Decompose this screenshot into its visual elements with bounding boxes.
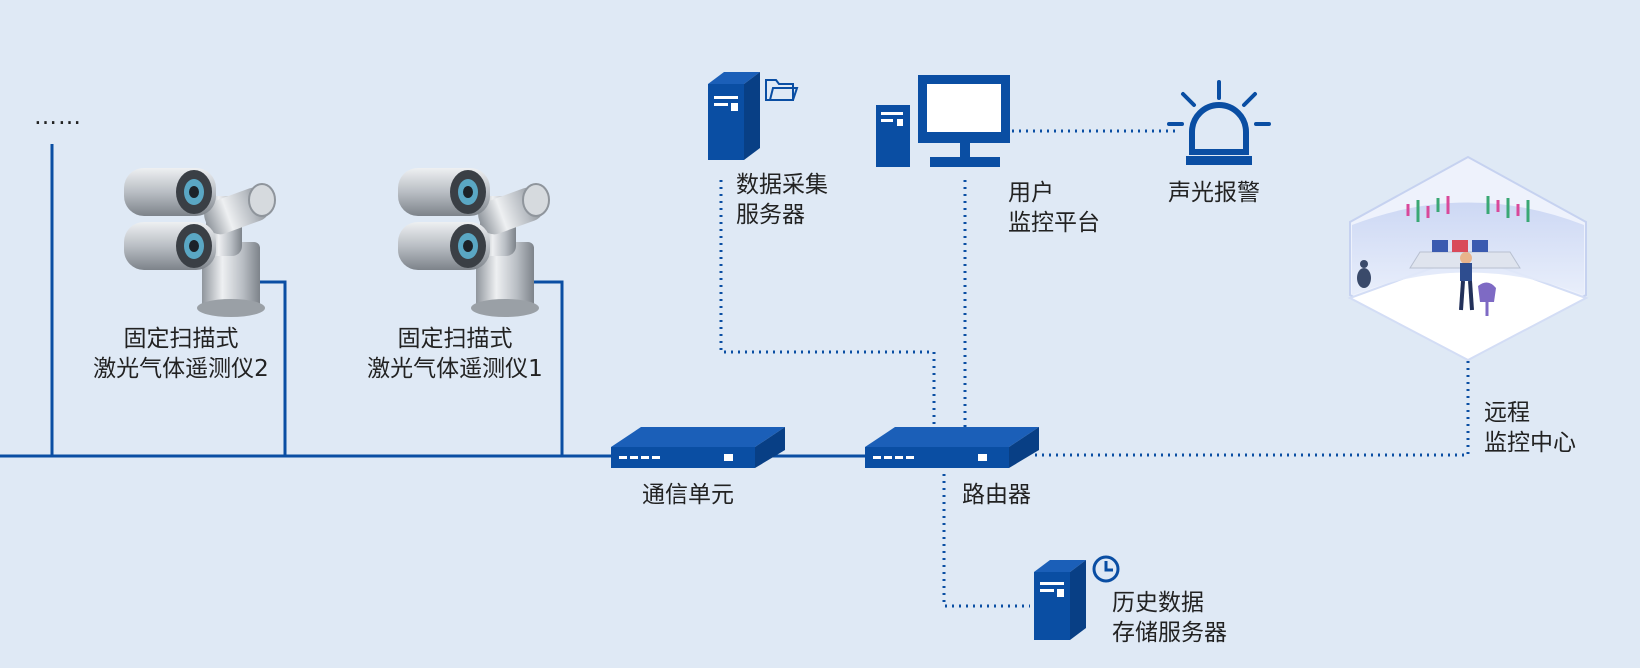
user-platform-label: 用户 监控平台 — [1008, 178, 1100, 238]
dotted-connections — [719, 129, 1470, 608]
alarm-icon — [1167, 80, 1271, 165]
more-devices-indicator: …… — [34, 104, 82, 130]
data-server-label: 数据采集 服务器 — [736, 170, 828, 230]
remote-center-label: 远程 监控中心 — [1484, 398, 1576, 458]
sensor-2-label-line2: 激光气体遥测仪2 — [93, 356, 269, 382]
remote-center-icon — [1347, 155, 1589, 362]
folder-icon — [765, 79, 799, 101]
comm-unit-label: 通信单元 — [642, 482, 734, 508]
sensor-1-label: 固定扫描式 激光气体遥测仪1 — [350, 324, 560, 384]
user-platform-label-line2: 监控平台 — [1008, 210, 1100, 236]
router-icon — [865, 427, 1039, 468]
history-server-label-line2: 存储服务器 — [1112, 620, 1227, 646]
clock-icon — [1092, 555, 1120, 583]
history-server-icon — [1034, 560, 1086, 640]
sensor-2-label: 固定扫描式 激光气体遥测仪2 — [76, 324, 286, 384]
alarm-label: 声光报警 — [1168, 180, 1260, 206]
user-platform-label-line1: 用户 — [1008, 180, 1054, 206]
history-server-label: 历史数据 存储服务器 — [1112, 588, 1227, 648]
remote-center-label-line1: 远程 — [1484, 400, 1530, 426]
history-server-link — [942, 474, 1030, 608]
remote-center-label-line2: 监控中心 — [1484, 430, 1576, 456]
data-server-label-line1: 数据采集 — [736, 172, 828, 198]
sensor-1-label-line2: 激光气体遥测仪1 — [367, 356, 543, 382]
data-server-label-line2: 服务器 — [736, 202, 805, 228]
laser-sensor-1-icon — [398, 168, 550, 317]
sensor-1-label-line1: 固定扫描式 — [397, 326, 513, 352]
laser-sensor-2-icon — [124, 168, 276, 317]
user-platform-icon — [876, 75, 1010, 167]
history-server-label-line1: 历史数据 — [1112, 590, 1204, 616]
data-server-icon — [708, 72, 760, 160]
sensor-2-label-line1: 固定扫描式 — [123, 326, 239, 352]
comm-unit-icon — [611, 427, 785, 468]
remote-center-link — [1035, 358, 1470, 457]
data-server-link — [719, 180, 936, 428]
router-label: 路由器 — [962, 482, 1031, 508]
